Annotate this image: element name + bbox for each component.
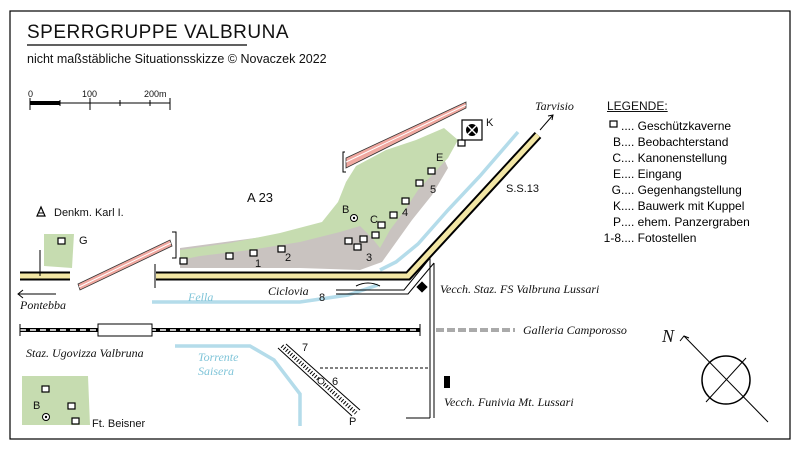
label-staz-ugovizza: Staz. Ugovizza Valbruna xyxy=(26,346,144,360)
marker-p: P xyxy=(349,416,357,428)
legend-row-c: C.... Kanonenstellung xyxy=(595,151,727,165)
label-pontebba: Pontebba xyxy=(20,298,66,312)
legend-text: .... Fotostellen xyxy=(621,231,697,245)
photo-point-8: 8 xyxy=(319,292,326,304)
railway xyxy=(19,323,515,337)
photo-point-1: 1 xyxy=(255,258,262,270)
label-galleria: Galleria Camporosso xyxy=(523,323,627,337)
river-upper xyxy=(379,130,520,272)
legend-key: K xyxy=(612,199,621,213)
arrow-pontebba-icon xyxy=(17,289,56,299)
legend-row-k: K.... Bauwerk mit Kuppel xyxy=(595,199,744,213)
legend-key: E xyxy=(612,167,621,181)
label-funivia: Vecch. Funivia Mt. Lussari xyxy=(444,395,574,409)
photo-point-4: 4 xyxy=(402,207,409,219)
terrain-green-beisner xyxy=(22,376,90,425)
legend-row-photo: 1-8.... Fotostellen xyxy=(595,231,697,245)
scale-label-100: 100 xyxy=(82,89,98,99)
bridge-icon xyxy=(355,282,381,287)
photo-point-5: 5 xyxy=(430,184,437,196)
river-saisera xyxy=(175,344,302,426)
legend-casemate-icon xyxy=(609,120,618,128)
marker-b-beisner: B xyxy=(33,400,41,412)
legend-row-g: G.... Gegenhangstellung xyxy=(595,183,742,197)
legend-text: .... Kanonenstellung xyxy=(621,151,728,165)
legend-text: .... Bauwerk mit Kuppel xyxy=(621,199,745,213)
local-roads xyxy=(320,257,435,419)
monument-icon xyxy=(36,205,46,217)
label-a23: A 23 xyxy=(247,190,274,205)
scale-label-0: 0 xyxy=(28,89,34,99)
north-label: N xyxy=(662,326,675,346)
terrain-green xyxy=(180,128,458,260)
north-arrow-icon xyxy=(679,335,769,423)
label-ciclovia: Ciclovia xyxy=(268,284,309,298)
label-fella: Fella xyxy=(188,290,214,304)
label-saisera: Saisera xyxy=(198,364,234,378)
label-torrente: Torrente xyxy=(198,350,239,364)
legend-key: B xyxy=(612,135,621,149)
marker-k: K xyxy=(486,117,494,129)
legend-key: C xyxy=(612,151,621,165)
marker-c: C xyxy=(370,214,378,226)
terrain-green-west xyxy=(44,234,74,268)
scale-label-200: 200m xyxy=(144,89,167,99)
photo-point-3: 3 xyxy=(366,252,373,264)
marker-b: B xyxy=(342,204,350,216)
marker-e: E xyxy=(436,152,444,164)
casemate-icons xyxy=(41,139,466,425)
legend-text: .... Beobachterstand xyxy=(621,135,729,149)
legend-row-p: P.... ehem. Panzergraben xyxy=(595,215,750,229)
station-icon xyxy=(416,281,428,293)
legend-row-b: B.... Beobachterstand xyxy=(595,135,728,149)
tank-ditch-upper xyxy=(342,101,467,173)
legend-row-e: E.... Eingang xyxy=(595,167,682,181)
label-beisner: Ft. Beisner xyxy=(92,418,146,430)
marker-g: G xyxy=(79,235,88,247)
legend-key: P xyxy=(612,215,621,229)
scale-bar xyxy=(29,98,171,110)
label-denkmal: Denkm. Karl I. xyxy=(54,207,124,219)
legend-text: .... Eingang xyxy=(621,167,682,181)
road-ss13 xyxy=(20,131,542,288)
legend-title: LEGENDE: xyxy=(607,99,668,113)
photo-point-7: 7 xyxy=(302,342,309,354)
arrow-tarvisio-icon xyxy=(539,114,554,131)
photo-point-2: 2 xyxy=(285,252,292,264)
legend-text: .... Gegenhangstellung xyxy=(621,183,742,197)
page-title: SPERRGRUPPE VALBRUNA xyxy=(27,22,289,43)
label-ss13: S.S.13 xyxy=(506,183,540,195)
cable-car-icon xyxy=(444,376,450,388)
label-station-fs: Vecch. Staz. FS Valbruna Lussari xyxy=(440,282,600,296)
legend-key: 1-8 xyxy=(603,231,621,245)
legend-row-casemate: .... Geschützkaverne xyxy=(595,119,731,133)
legend-text: .... Geschützkaverne xyxy=(621,119,732,133)
cupola-icon xyxy=(461,119,483,141)
legend-key: G xyxy=(611,183,621,197)
label-tarvisio: Tarvisio xyxy=(535,99,574,113)
page-subtitle: nicht maßstäbliche Situationsskizze © No… xyxy=(27,52,327,66)
photo-point-6: 6 xyxy=(332,376,339,388)
tank-ditch-p xyxy=(277,343,361,417)
legend-text: .... ehem. Panzergraben xyxy=(621,215,750,229)
tank-ditch-lower xyxy=(77,231,177,291)
